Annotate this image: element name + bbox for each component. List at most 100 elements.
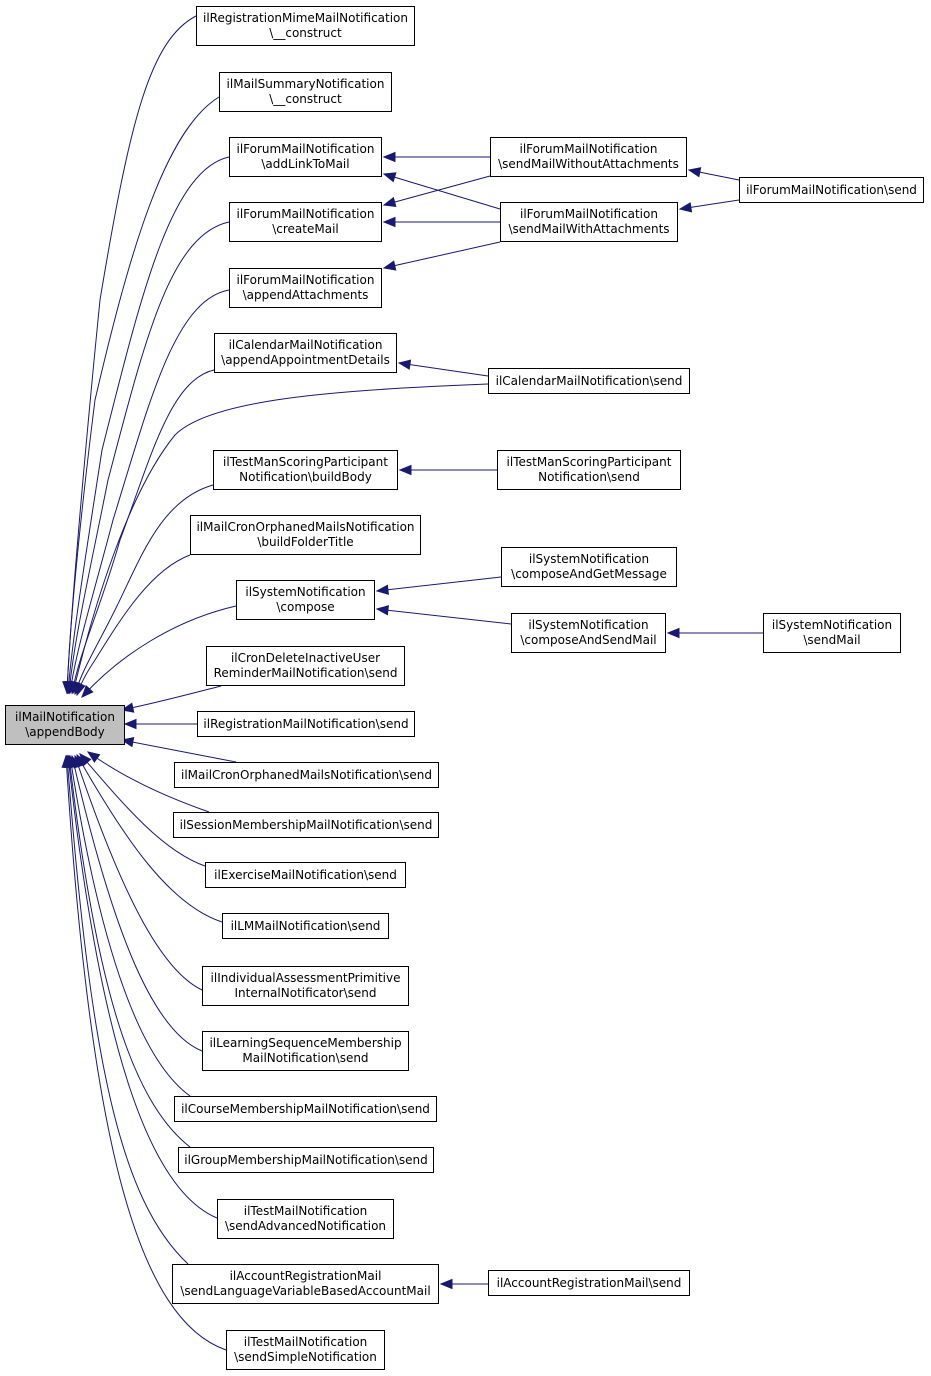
caller-node-n1[interactable]: ilRegistrationMimeMailNotification\__con…	[196, 6, 415, 46]
node-label-line: ilForumMailNotification	[519, 142, 658, 156]
node-label-line: \createMail	[272, 222, 339, 236]
edge-n30-to-n29-arrowhead	[439, 1278, 453, 1290]
node-label-line: ilForumMailNotification	[520, 207, 658, 221]
edge-n21-to-n0	[87, 751, 210, 813]
caller-node-n23[interactable]: ilLMMailNotification\send	[222, 913, 389, 939]
node-label-line: ilTestMailNotification	[243, 1335, 368, 1349]
node-label-line: \addLinkToMail	[261, 157, 350, 171]
caller-node-n4[interactable]: ilForumMailNotification\sendMailWithoutA…	[490, 137, 687, 177]
edge-n15-to-n0	[81, 605, 237, 698]
node-label-line: ilRegistrationMailNotification\send	[203, 716, 409, 731]
edge-n16-to-n15	[376, 608, 512, 625]
node-label-line: ilAccountRegistrationMail\send	[496, 1275, 682, 1290]
node-label-line: ilForumMailNotification	[236, 207, 375, 221]
edge-n7-to-n3-arrowhead	[382, 172, 397, 183]
node-label-line: ilSystemNotification	[528, 618, 649, 632]
node-label-line: ilCalendarMailNotification\send	[495, 373, 683, 388]
edge-n14-to-n15	[376, 576, 502, 592]
caller-node-n3[interactable]: ilForumMailNotification\addLinkToMail	[229, 137, 382, 177]
edge-n7-to-n6-arrowhead	[382, 216, 396, 228]
node-label-line: \composeAndSendMail	[520, 633, 657, 647]
edge-n19-to-n0-arrowhead	[123, 718, 137, 730]
caller-node-n27[interactable]: ilGroupMembershipMailNotification\send	[178, 1147, 434, 1173]
caller-node-n26[interactable]: ilCourseMembershipMailNotification\send	[174, 1096, 437, 1122]
node-label-line: \appendBody	[25, 725, 105, 739]
caller-node-n29[interactable]: ilAccountRegistrationMail\sendLanguageVa…	[172, 1264, 439, 1304]
node-label-line: ilMailNotification	[15, 710, 115, 724]
caller-node-n16[interactable]: ilSystemNotification\composeAndSendMail	[511, 613, 666, 653]
edge-n22-to-n0	[79, 753, 206, 867]
node-label-line: ilLMMailNotification\send	[230, 918, 381, 933]
caller-node-n15[interactable]: ilSystemNotification\compose	[236, 580, 375, 620]
node-label-line: \compose	[276, 600, 335, 614]
focus-node-appendBody: ilMailNotification\appendBody	[5, 705, 125, 745]
edge-n10-to-n9	[398, 362, 489, 377]
node-label-line: ilCalendarMailNotification	[228, 338, 383, 352]
edge-n2-to-n0	[66, 96, 220, 694]
node-label-line: ilForumMailNotification	[236, 273, 375, 287]
node-label-line: \sendAdvancedNotification	[224, 1219, 387, 1233]
edge-n9-to-n0	[71, 369, 215, 694]
node-label-line: \appendAttachments	[242, 288, 369, 302]
node-label-line: InternalNotificator\send	[234, 986, 377, 1000]
caller-node-n6[interactable]: ilForumMailNotification\createMail	[229, 202, 382, 242]
caller-node-n9[interactable]: ilCalendarMailNotification\appendAppoint…	[214, 333, 397, 373]
edge-n7-to-n8	[383, 241, 501, 269]
node-label-line: \__construct	[269, 26, 342, 40]
caller-node-n2[interactable]: ilMailSummaryNotification\__construct	[219, 72, 392, 112]
caller-node-n31[interactable]: ilTestMailNotification\sendSimpleNotific…	[226, 1330, 385, 1370]
node-label-line: \appendAppointmentDetails	[221, 353, 390, 367]
node-label-line: ilAccountRegistrationMail	[229, 1269, 382, 1283]
edge-n14-to-n15-arrowhead	[375, 584, 390, 595]
node-label-line: ilIndividualAssessmentPrimitive	[210, 971, 401, 985]
caller-node-n14[interactable]: ilSystemNotification\composeAndGetMessag…	[501, 547, 677, 587]
node-label-line: ilMailSummaryNotification	[226, 77, 385, 91]
node-label-line: Notification\buildBody	[239, 470, 372, 484]
node-label-line: ReminderMailNotification\send	[213, 666, 398, 680]
caller-node-n10[interactable]: ilCalendarMailNotification\send	[488, 368, 690, 394]
edge-n6-to-n0	[68, 221, 230, 694]
caller-node-n19[interactable]: ilRegistrationMailNotification\send	[197, 711, 415, 737]
caller-node-n28[interactable]: ilTestMailNotification\sendAdvancedNotif…	[217, 1199, 394, 1239]
caller-node-n7[interactable]: ilForumMailNotification\sendMailWithAtta…	[500, 202, 678, 242]
node-label-line: ilSystemNotification	[771, 618, 893, 632]
node-label-line: ilRegistrationMimeMailNotification	[202, 11, 409, 25]
caller-node-n30[interactable]: ilAccountRegistrationMail\send	[488, 1270, 690, 1296]
edge-n5-to-n4-arrowhead	[687, 167, 702, 178]
node-label-line: ilForumMailNotification\send	[746, 182, 917, 197]
caller-node-n13[interactable]: ilMailCronOrphanedMailsNotification\buil…	[190, 515, 421, 555]
caller-node-n22[interactable]: ilExerciseMailNotification\send	[205, 862, 406, 888]
node-label-line: \sendLanguageVariableBasedAccountMail	[180, 1284, 431, 1298]
edge-n4-to-n6-arrowhead	[382, 196, 397, 208]
edge-n13-to-n0-arrowhead	[75, 682, 86, 697]
edge-n10-to-n0	[72, 383, 489, 694]
node-label-line: \buildFolderTitle	[257, 535, 354, 549]
edge-n20-to-n0	[121, 739, 237, 763]
node-label-line: ilCourseMembershipMailNotification\send	[181, 1101, 430, 1116]
edge-n21-to-n0-arrowhead	[86, 751, 101, 763]
edge-n23-to-n0	[76, 754, 223, 923]
caller-node-n17[interactable]: ilSystemNotification\sendMail	[763, 613, 901, 653]
edge-n25-to-n0	[71, 755, 203, 1052]
node-label-line: ilForumMailNotification	[236, 142, 375, 156]
edge-n27-to-n0	[68, 755, 191, 1148]
caller-node-n21[interactable]: ilSessionMembershipMailNotification\send	[173, 812, 439, 838]
edge-n13-to-n0	[76, 554, 191, 696]
caller-node-n5[interactable]: ilForumMailNotification\send	[739, 177, 924, 203]
caller-node-n20[interactable]: ilMailCronOrphanedMailsNotification\send	[174, 762, 439, 788]
edge-n26-to-n0	[69, 755, 191, 1097]
node-label-line: ilTestManScoringParticipant	[506, 455, 672, 469]
node-label-line: \composeAndGetMessage	[511, 567, 667, 581]
edge-n24-to-n0	[74, 755, 203, 991]
edge-n15-to-n0-arrowhead	[81, 684, 94, 698]
node-label-line: ilMailCronOrphanedMailsNotification	[196, 520, 415, 534]
edge-n7-to-n3	[383, 173, 501, 210]
caller-node-n8[interactable]: ilForumMailNotification\appendAttachment…	[229, 268, 382, 308]
